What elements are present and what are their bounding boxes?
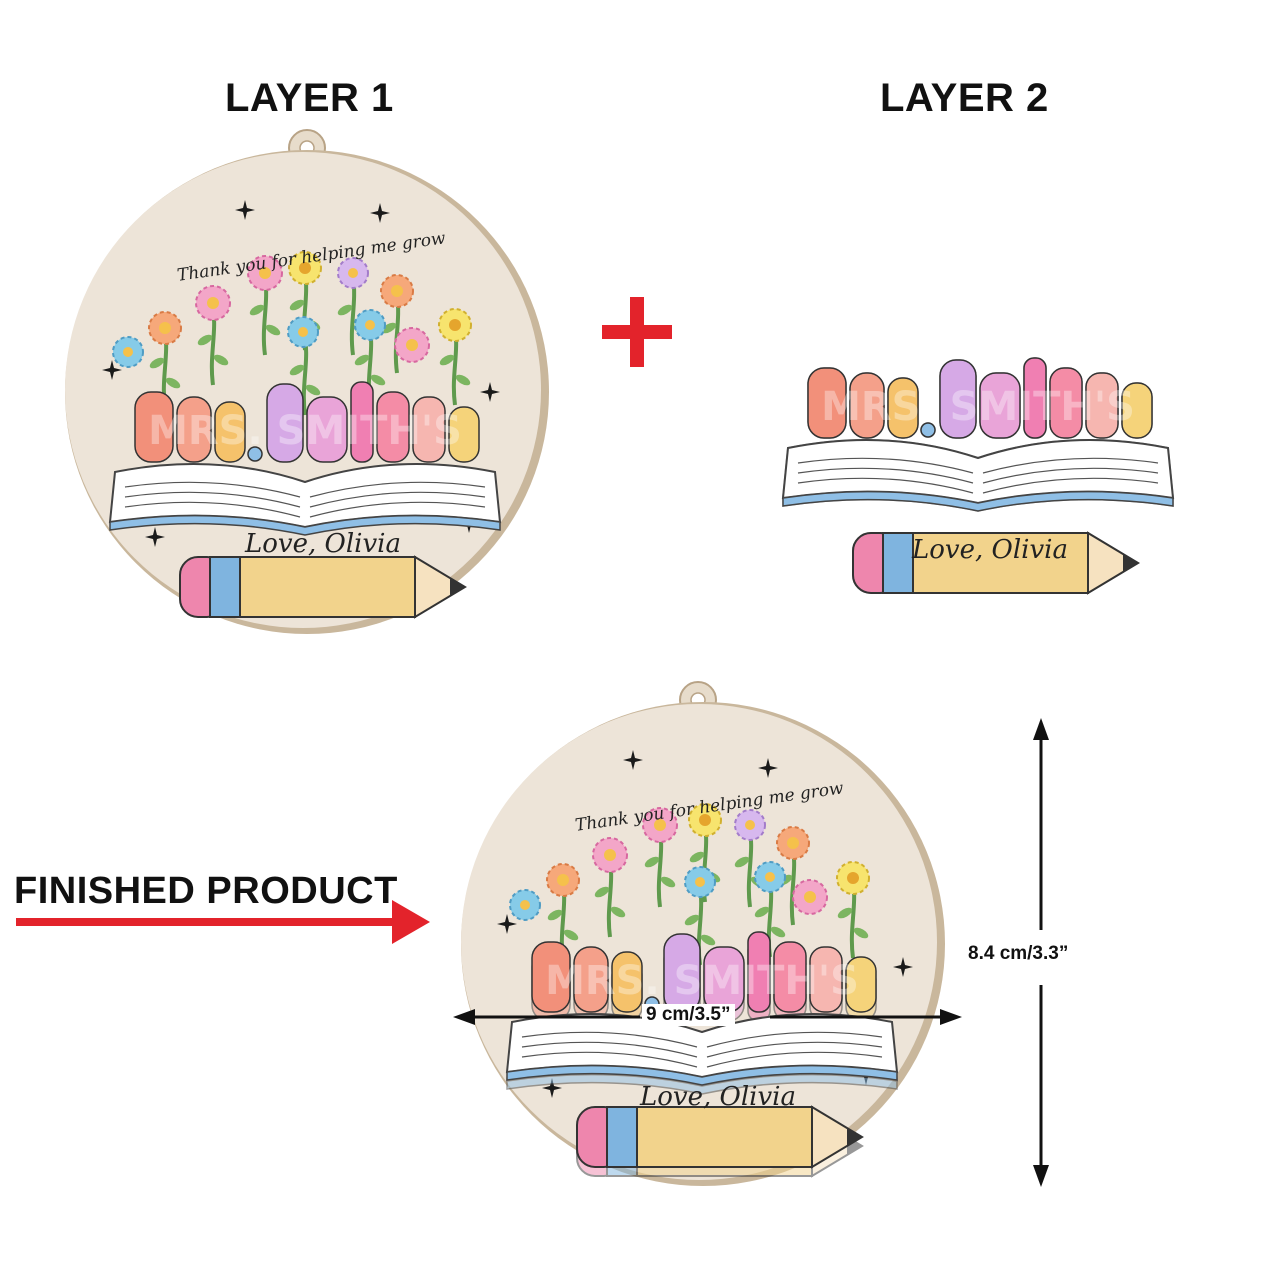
teacher-name-text: MRS. SMITH'S — [821, 384, 1135, 430]
flower-icon — [592, 837, 628, 873]
flower-icon — [394, 327, 430, 363]
flower-icon — [287, 316, 319, 348]
teacher-name-text: MRS. SMITH'S — [545, 958, 859, 1004]
flower-icon — [792, 879, 828, 915]
height-dimension-label: 8.4 cm/3.3” — [968, 943, 1069, 965]
layer-2-signature: Love, Olivia — [911, 535, 1068, 565]
flower-icon — [438, 308, 472, 342]
finished-product-heading: FINISHED PRODUCT — [14, 870, 398, 912]
flower-icon — [509, 889, 541, 921]
width-dimension-arrow — [453, 1009, 962, 1025]
flower-icon — [112, 336, 144, 368]
layer-2-heading: LAYER 2 — [880, 76, 1049, 120]
flower-icon — [380, 274, 414, 308]
flower-icon — [195, 285, 231, 321]
finished-signature: Love, Olivia — [639, 1082, 796, 1112]
height-dimension-arrow — [1033, 718, 1049, 1187]
width-dimension-label: 9 cm/3.5” — [642, 1004, 735, 1026]
plus-icon — [602, 297, 672, 367]
flower-icon — [734, 809, 766, 841]
layer-1-ornament: Thank you for helping me grow Love, Oliv… — [65, 129, 549, 634]
flower-icon — [148, 311, 182, 345]
layer-1-heading: LAYER 1 — [225, 76, 394, 120]
flower-icon — [354, 309, 386, 341]
finished-ornament: Thank you for helping me grow Love, Oliv… — [461, 681, 945, 1186]
flower-icon — [776, 826, 810, 860]
ornament-signature: Love, Olivia — [244, 529, 401, 559]
flower-icon — [836, 861, 870, 895]
flower-icon — [546, 863, 580, 897]
flower-icon — [754, 861, 786, 893]
flower-icon — [684, 866, 716, 898]
teacher-name-text: MRS. SMITH'S — [148, 408, 462, 454]
right-arrow-icon — [16, 900, 430, 944]
layer-2-piece: Love, Olivia — [782, 357, 1174, 594]
